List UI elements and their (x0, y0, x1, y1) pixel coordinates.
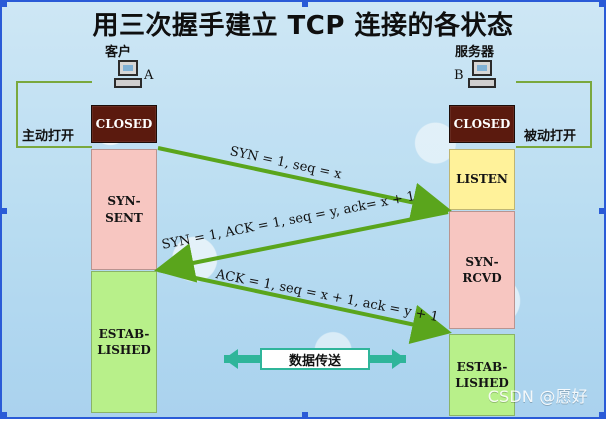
client-established-state: ESTAB- LISHED (91, 271, 157, 413)
selection-handle[interactable] (302, 412, 308, 418)
transfer-left-arrowhead (224, 349, 238, 369)
server-computer-icon (468, 60, 496, 88)
client-label: 客户 (105, 45, 132, 60)
syn-arrow (157, 146, 452, 223)
data-transfer-label: 数据传送 (260, 348, 370, 370)
selection-handle[interactable] (302, 1, 308, 7)
diagram-title: 用三次握手建立 TCP 连接的各状态 (92, 11, 514, 41)
watermark: CSDN @愿好 (487, 387, 588, 406)
client-open-loop (16, 81, 92, 148)
server-closed-state: CLOSED (449, 105, 515, 143)
syn-ack-arrow (154, 210, 449, 283)
client-monitor-icon (118, 60, 138, 76)
selection-handle[interactable] (599, 1, 605, 7)
client-computer-icon (114, 60, 142, 88)
server-monitor-icon (472, 60, 492, 76)
selection-handle[interactable] (599, 412, 605, 418)
server-listen-state: LISTEN (449, 149, 515, 210)
client-tag: A (144, 68, 154, 83)
client-open-label: 主动打开 (22, 129, 75, 144)
server-base-icon (468, 78, 496, 88)
client-closed-state: CLOSED (91, 105, 157, 143)
client-syn-sent-state: SYN- SENT (91, 149, 157, 270)
selection-handle[interactable] (1, 208, 7, 214)
selection-handle[interactable] (1, 1, 7, 7)
selection-handle[interactable] (599, 208, 605, 214)
server-label: 服务器 (455, 45, 495, 60)
server-established-state: ESTAB- LISHED (449, 334, 515, 416)
ack-arrow (157, 268, 452, 345)
server-syn-rcvd-state: SYN- RCVD (449, 211, 515, 329)
client-base-icon (114, 78, 142, 88)
server-open-label: 被动打开 (524, 129, 577, 144)
transfer-right-arrowhead (392, 349, 406, 369)
server-tag: B (454, 68, 464, 83)
server-open-loop (516, 81, 592, 148)
selection-handle[interactable] (1, 412, 7, 418)
